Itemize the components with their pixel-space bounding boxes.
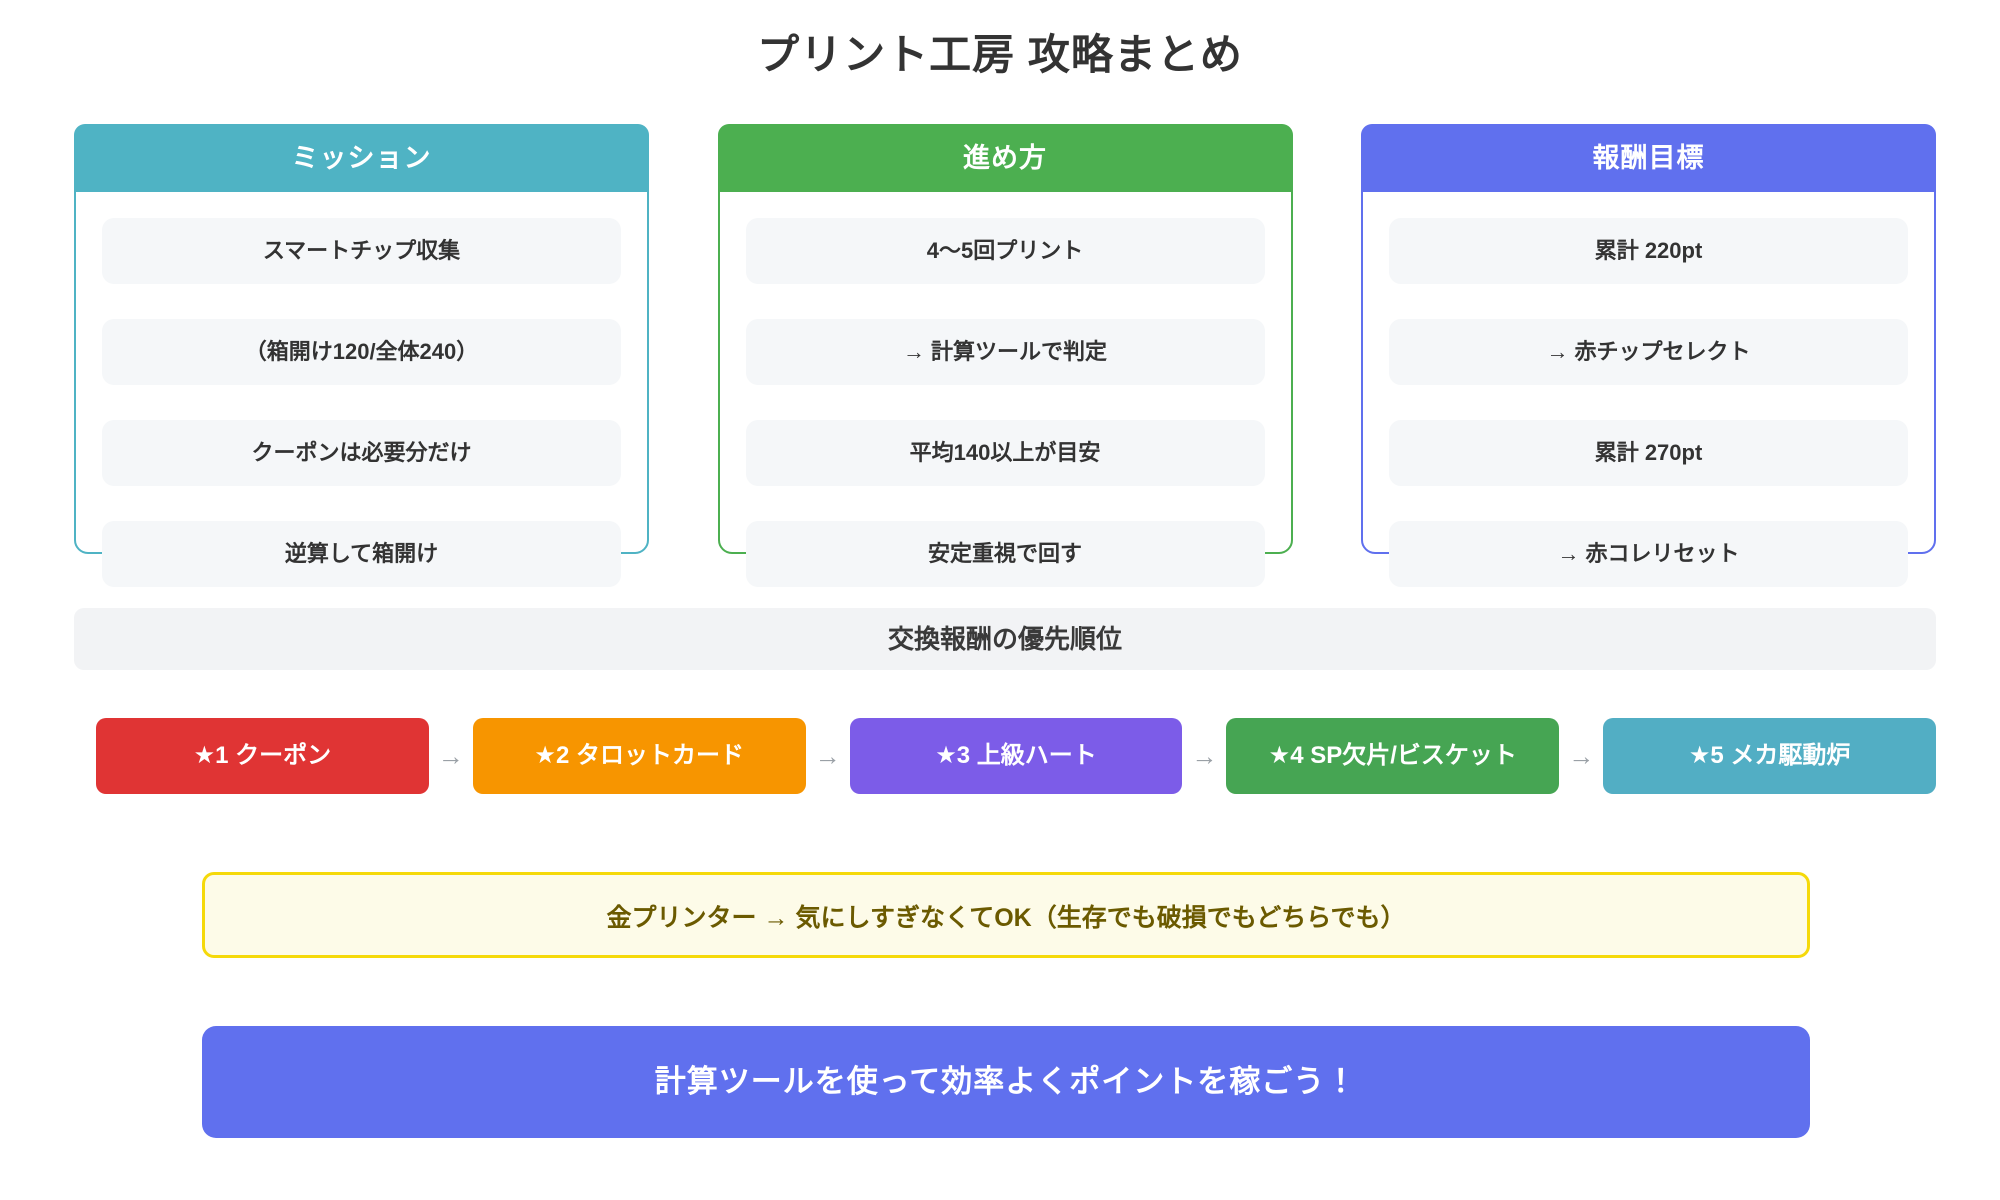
arrow-right-icon: →	[1568, 740, 1595, 771]
section-bar-priority: 交換報酬の優先順位	[74, 608, 1936, 670]
column-header-rewards: 報酬目標	[1361, 124, 1936, 192]
list-item: クーポンは必要分だけ	[102, 420, 621, 486]
column-header-howto: 進め方	[717, 124, 1293, 192]
arrow-right-icon: →	[1191, 740, 1218, 771]
priority-chip-5: ★5 メカ駆動炉	[1603, 718, 1936, 794]
list-item: 累計 220pt	[1389, 218, 1908, 284]
priority-chip-2: ★2 タロットカード	[472, 718, 806, 794]
column-rewards: 報酬目標 累計 220pt → 赤チップセレクト 累計 270pt → 赤コレリ…	[1361, 124, 1936, 587]
list-item: （箱開け120/全体240）	[102, 319, 621, 385]
column-items: 4〜5回プリント → 計算ツールで判定 平均140以上が目安 安定重視で回す	[720, 192, 1291, 587]
summary-columns: ミッション スマートチップ収集 （箱開け120/全体240） クーポンは必要分だ…	[74, 124, 1936, 587]
column-frame: 進め方 4〜5回プリント → 計算ツールで判定 平均140以上が目安 安定重視で…	[717, 124, 1293, 587]
column-frame: 報酬目標 累計 220pt → 赤チップセレクト 累計 270pt → 赤コレリ…	[1361, 124, 1936, 587]
list-item: 4〜5回プリント	[745, 218, 1265, 284]
note-gold-printer: 金プリンター → 気にしすぎなくてOK（生存でも破損でもどちらでも）	[202, 872, 1810, 958]
list-item: 累計 270pt	[1389, 420, 1908, 486]
column-mission: ミッション スマートチップ収集 （箱開け120/全体240） クーポンは必要分だ…	[74, 124, 649, 587]
column-howto: 進め方 4〜5回プリント → 計算ツールで判定 平均140以上が目安 安定重視で…	[717, 124, 1293, 587]
priority-chip-3: ★3 上級ハート	[849, 718, 1183, 794]
column-items: 累計 220pt → 赤チップセレクト 累計 270pt → 赤コレリセット	[1363, 192, 1934, 587]
list-item: → 計算ツールで判定	[745, 319, 1265, 385]
call-to-action-banner: 計算ツールを使って効率よくポイントを稼ごう！	[202, 1026, 1810, 1138]
list-item: 安定重視で回す	[745, 521, 1265, 587]
priority-chip-1: ★1 クーポン	[96, 718, 429, 794]
list-item: → 赤コレリセット	[1389, 521, 1908, 587]
arrow-right-icon: →	[437, 740, 464, 771]
column-header-mission: ミッション	[74, 124, 649, 192]
list-item: → 赤チップセレクト	[1389, 319, 1908, 385]
arrow-right-icon: →	[814, 740, 841, 771]
page-title: プリント工房 攻略まとめ	[757, 31, 1243, 78]
list-item: スマートチップ収集	[102, 218, 621, 284]
column-frame: ミッション スマートチップ収集 （箱開け120/全体240） クーポンは必要分だ…	[74, 124, 649, 587]
priority-chip-4: ★4 SP欠片/ビスケット	[1226, 718, 1560, 794]
list-item: 逆算して箱開け	[102, 521, 621, 587]
priority-chain: ★1 クーポン → ★2 タロットカード → ★3 上級ハート → ★4 SP欠…	[96, 718, 1936, 794]
column-items: スマートチップ収集 （箱開け120/全体240） クーポンは必要分だけ 逆算して…	[76, 192, 647, 587]
list-item: 平均140以上が目安	[745, 420, 1265, 486]
